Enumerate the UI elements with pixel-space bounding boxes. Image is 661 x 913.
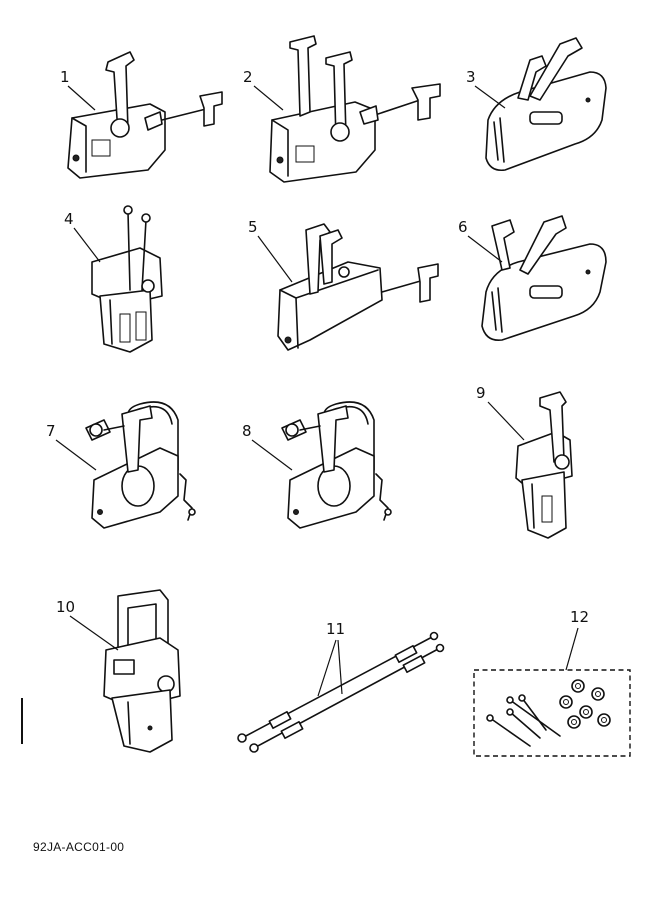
binding-edge-mark — [21, 698, 23, 744]
part-9-top-mount-control[interactable] — [515, 391, 573, 539]
callout-11-label: 11 — [326, 620, 345, 638]
callout-12-label: 12 — [570, 608, 589, 626]
callout-6-label: 6 — [458, 218, 468, 236]
callout-9: 9 — [476, 384, 525, 441]
callout-5: 5 — [248, 218, 293, 283]
kit-boundary — [473, 669, 631, 757]
callout-12: 12 — [565, 608, 589, 671]
callout-2-label: 2 — [243, 68, 253, 86]
callout-6: 6 — [458, 218, 503, 263]
part-12-hardware-kit[interactable] — [473, 669, 631, 757]
callout-8-label: 8 — [242, 422, 252, 440]
callout-2: 2 — [243, 68, 284, 111]
callout-10: 10 — [56, 598, 119, 651]
callout-5-label: 5 — [248, 218, 258, 236]
part-7-control-with-cable[interactable] — [85, 401, 196, 529]
part-1-control-box[interactable] — [67, 51, 223, 179]
callout-3: 3 — [466, 68, 506, 109]
callout-3-label: 3 — [466, 68, 476, 86]
callout-8: 8 — [242, 422, 293, 471]
part-4-top-mount-control[interactable] — [91, 205, 163, 353]
callout-11: 11 — [317, 620, 345, 697]
drawing-code: 92JA-ACC01-00 — [33, 840, 125, 854]
callout-10-label: 10 — [56, 598, 75, 616]
kit-nuts — [559, 679, 611, 729]
callout-4: 4 — [64, 210, 101, 263]
callout-1: 1 — [60, 68, 96, 111]
part-8-control-with-cable[interactable] — [281, 401, 392, 529]
part-5-control-box[interactable] — [277, 223, 439, 351]
callout-7-label: 7 — [46, 422, 56, 440]
part-3-binnacle-control[interactable] — [485, 37, 607, 172]
callout-1-label: 1 — [60, 68, 70, 86]
callout-9-label: 9 — [476, 384, 486, 402]
part-6-binnacle-control[interactable] — [481, 215, 607, 342]
part-2-control-box[interactable] — [269, 35, 441, 183]
callout-4-label: 4 — [64, 210, 74, 228]
part-11-control-cables[interactable] — [237, 631, 445, 753]
part-10-top-mount-control[interactable] — [103, 589, 181, 753]
callout-7: 7 — [46, 422, 97, 471]
